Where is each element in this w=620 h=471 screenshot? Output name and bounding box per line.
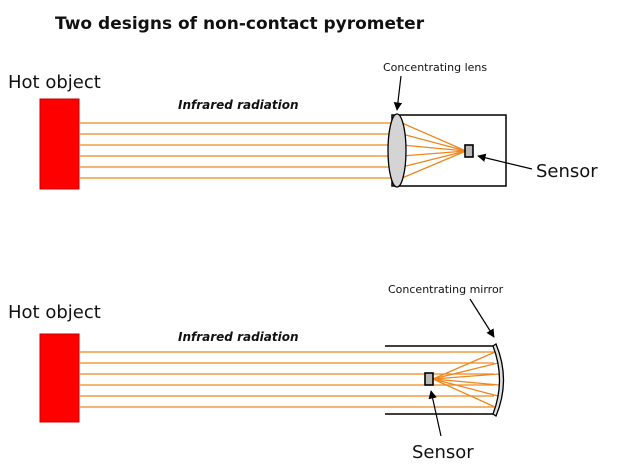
sensor-shape [424, 372, 434, 386]
detector-housing [385, 345, 493, 415]
reflected-ray [432, 362, 499, 380]
mirror-pointer-arrow [469, 298, 495, 338]
converging-ray [401, 150, 467, 168]
converging-ray [401, 144, 467, 152]
reflected-ray [432, 378, 500, 386]
sensor-pointer-arrow [477, 153, 533, 170]
infrared-radiation-label: Infrared radiation [178, 98, 299, 112]
concentrating-mirror-shape [492, 343, 505, 417]
sensor-shape [464, 144, 474, 158]
hot-object-label: Hot object [8, 302, 101, 323]
infrared-radiation-label: Infrared radiation [178, 330, 299, 344]
concentrating-lens-shape [387, 113, 407, 188]
reflected-ray [432, 378, 496, 408]
infrared-rays [79, 122, 467, 179]
hot-object-label: Hot object [8, 72, 101, 93]
converging-ray [401, 122, 467, 152]
sensor-label: Sensor [536, 161, 598, 182]
hot-object-shape [39, 98, 80, 190]
reflected-ray [432, 373, 500, 380]
reflected-ray [432, 351, 496, 380]
concentrating-lens-label: Concentrating lens [383, 61, 487, 74]
reflected-ray [432, 378, 499, 397]
hot-object-shape [39, 333, 80, 423]
mirror-design-figure: Hot object Infrared radiation [8, 283, 505, 463]
sensor-label: Sensor [412, 442, 474, 463]
lens-pointer-arrow [393, 75, 403, 111]
sensor-pointer-arrow [428, 390, 442, 437]
concentrating-mirror-label: Concentrating mirror [388, 283, 504, 296]
lens-design-figure: Hot object Infrared radiation [8, 61, 598, 190]
diagram-title: Two designs of non-contact pyrometer [55, 14, 425, 34]
infrared-rays [79, 351, 500, 408]
converging-ray [401, 150, 467, 179]
converging-ray [401, 150, 467, 157]
converging-ray [401, 133, 467, 152]
